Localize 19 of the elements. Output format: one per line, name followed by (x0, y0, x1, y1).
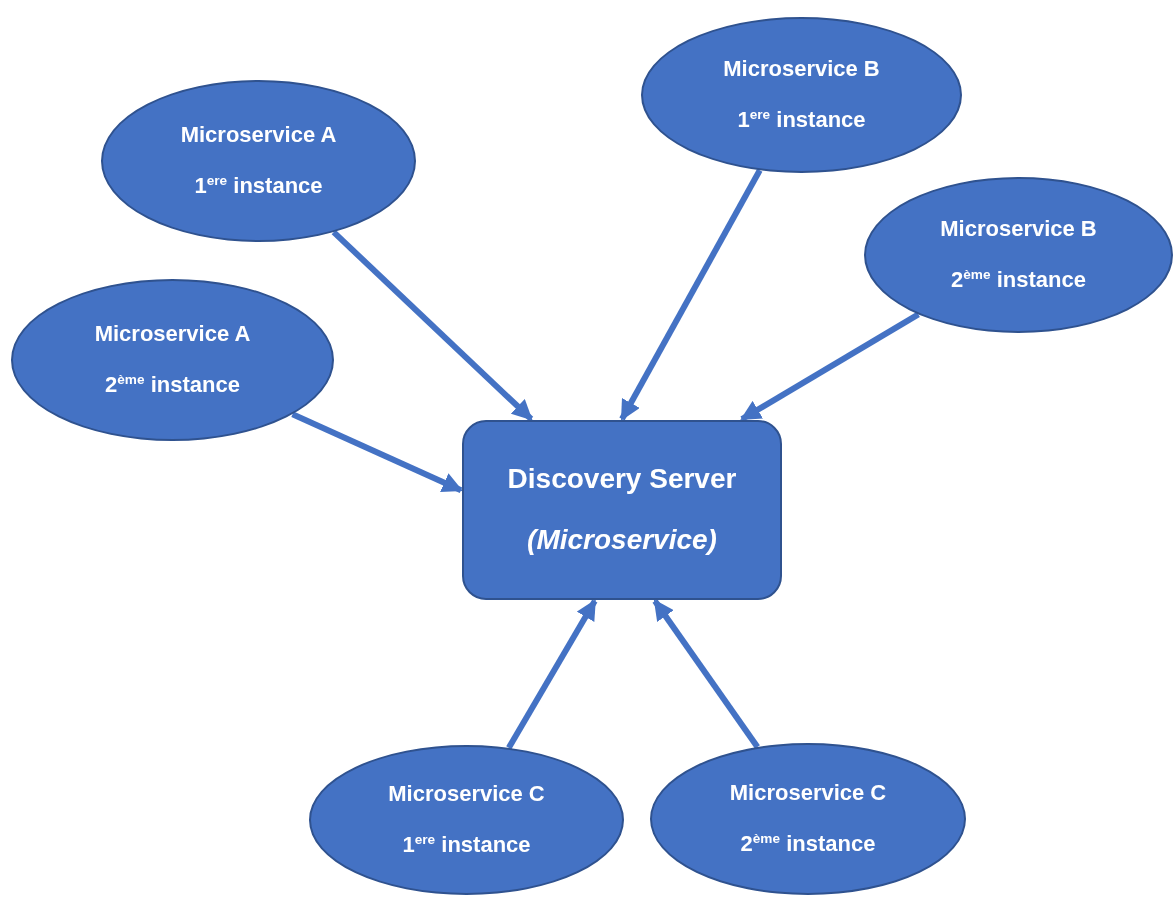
arrow (331, 230, 534, 422)
arrow (652, 599, 760, 749)
server-box (462, 420, 782, 600)
node-title: Microservice A (180, 123, 337, 148)
node-subtitle: 2$^{ème}$ instance (105, 372, 240, 398)
node-title: Microservice A (94, 322, 251, 347)
node-subtitle: 2$^{ème}$ instance (740, 831, 876, 857)
node-title: Microservice C (388, 782, 545, 807)
arrow (740, 311, 920, 422)
node-subtitle: 2$^{ème}$ instance (951, 267, 1086, 293)
node-subtitle: (Microservice) (527, 525, 717, 556)
node-title: Discovery Server (507, 464, 737, 495)
node-subtitle: 1$^{ere}$ instance (737, 107, 866, 133)
node-title: Microservice B (723, 57, 880, 82)
node-subtitle: 1$^{ere}$ instance (402, 832, 531, 858)
node-subtitle: 1$^{ere}$ instance (194, 173, 323, 199)
node-title: Microservice B (940, 217, 1097, 242)
node-title: Microservice C (729, 781, 887, 806)
arrow (291, 411, 463, 493)
